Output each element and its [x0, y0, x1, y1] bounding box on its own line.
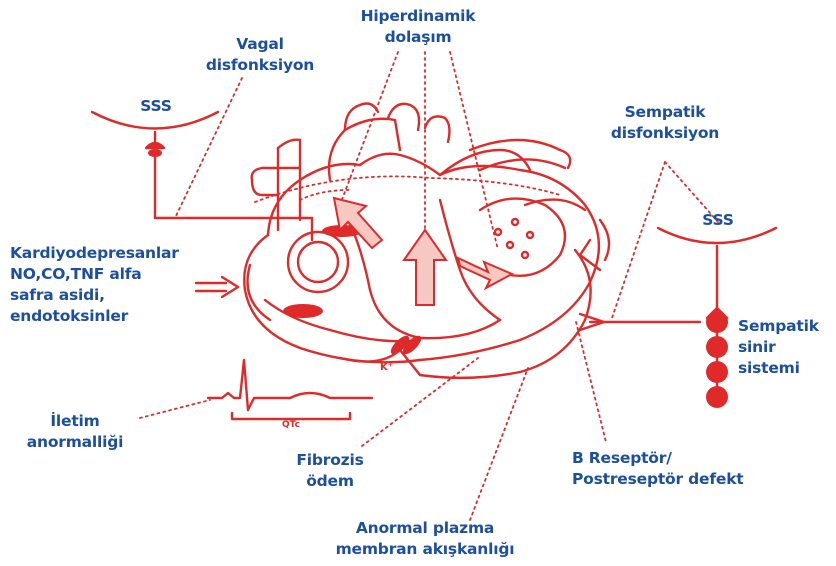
sympathetic-node-1	[706, 311, 728, 333]
leader-iletim	[140, 400, 210, 418]
left-nerve-link	[155, 218, 312, 240]
leader-anormal	[470, 368, 528, 520]
qtc-bracket	[232, 413, 350, 419]
ecg-trace	[208, 360, 372, 410]
label-b-reseptor: B Reseptör/Postreseptör defekt	[572, 448, 744, 490]
sympathetic-node-3	[706, 361, 728, 383]
sympathetic-node-2	[706, 336, 728, 358]
input-arrow	[196, 277, 238, 297]
leader-hiper-left	[338, 52, 398, 210]
leader-vagal	[175, 78, 242, 218]
leader-sempatik-left	[612, 162, 665, 318]
label-sss-left: SSS	[128, 96, 184, 117]
label-qtc: QTc	[282, 420, 300, 430]
receptor-left-bottom	[283, 304, 323, 318]
label-sss-right: SSS	[690, 210, 746, 231]
sympathetic-node-4	[706, 386, 728, 408]
leader-b-reseptor	[576, 322, 606, 442]
label-k-ion: K⁺	[380, 362, 393, 373]
aorta	[329, 119, 400, 180]
central-flow-arrow	[404, 230, 446, 305]
left-synapse-icon	[146, 143, 164, 148]
